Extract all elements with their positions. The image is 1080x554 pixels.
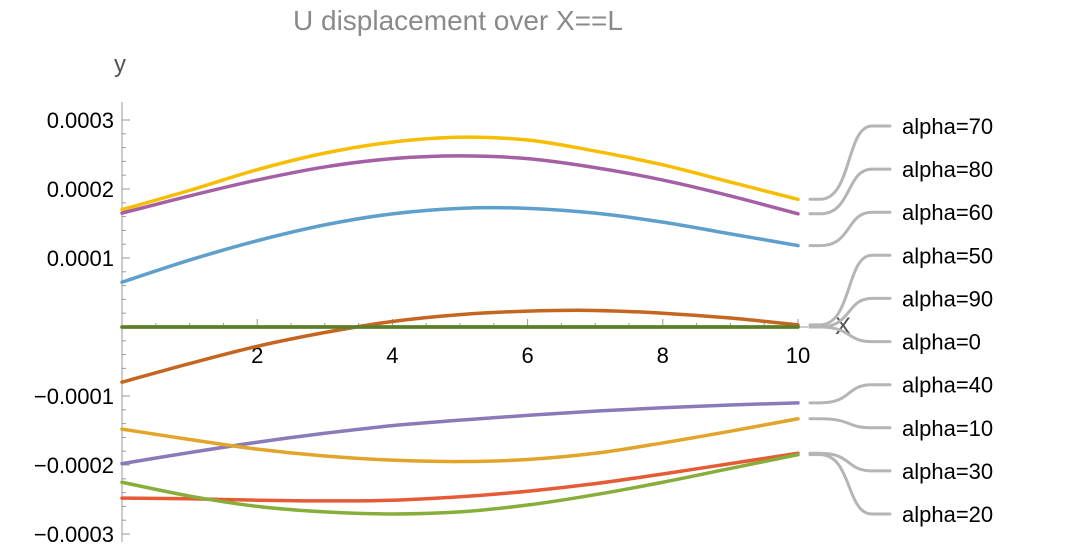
- legend-label-alpha-0: alpha=0: [902, 330, 981, 355]
- legend-connector-alpha-60: [808, 210, 892, 248]
- x-tick-label: 10: [786, 343, 810, 368]
- y-tick-label: −0.0001: [34, 384, 114, 409]
- series-lines: [120, 135, 800, 516]
- legend-label-alpha-60: alpha=60: [902, 200, 993, 225]
- y-tick-label: −0.0003: [34, 522, 114, 547]
- x-tick-label: 8: [657, 343, 669, 368]
- y-tick-label: 0.0003: [47, 108, 114, 133]
- legend-connector-alpha-50: [808, 253, 892, 327]
- legend-label-alpha-40: alpha=40: [902, 373, 993, 398]
- chart-title: U displacement over X==L: [293, 5, 623, 36]
- legend: alpha=70 alpha=80 alpha=60 alpha=50 alpha=90…: [808, 114, 993, 527]
- legend-label-alpha-30: alpha=30: [902, 459, 993, 484]
- x-tick-label: 2: [251, 343, 263, 368]
- y-tick-label: 0.0001: [47, 246, 114, 271]
- series-line-alpha-70: [120, 135, 800, 212]
- series-line-alpha-20: [120, 452, 800, 516]
- y-axis-label: y: [114, 51, 126, 78]
- axes: 2 4 6 8 10 −0.0003 −0.0002 −0.0001 0.0001 0.0002 0…: [34, 102, 810, 547]
- legend-connector-alpha-20: [808, 453, 892, 516]
- legend-label-alpha-80: alpha=80: [902, 157, 993, 182]
- legend-connector-alpha-40: [808, 383, 892, 405]
- legend-connector-alpha-70: [808, 124, 892, 201]
- legend-connector-alpha-80: [808, 167, 892, 216]
- y-tick-label: 0.0002: [47, 177, 114, 202]
- series-line-alpha-80: [120, 154, 800, 216]
- series-line-alpha-40: [120, 401, 800, 466]
- series-line-alpha-30: [120, 451, 800, 503]
- legend-label-alpha-90: alpha=90: [902, 286, 993, 311]
- x-tick-label: 4: [386, 343, 398, 368]
- legend-label-alpha-50: alpha=50: [902, 243, 993, 268]
- series-line-alpha-10: [120, 417, 800, 464]
- legend-label-alpha-10: alpha=10: [902, 416, 993, 441]
- legend-label-alpha-20: alpha=20: [902, 502, 993, 527]
- series-line-alpha-60: [120, 205, 800, 284]
- legend-connector-alpha-10: [808, 417, 892, 430]
- x-tick-label: 6: [521, 343, 533, 368]
- legend-label-alpha-70: alpha=70: [902, 114, 993, 139]
- series-line-alpha-50: [120, 308, 800, 384]
- y-tick-label: −0.0002: [34, 453, 114, 478]
- legend-connector-alpha-0: [808, 325, 892, 344]
